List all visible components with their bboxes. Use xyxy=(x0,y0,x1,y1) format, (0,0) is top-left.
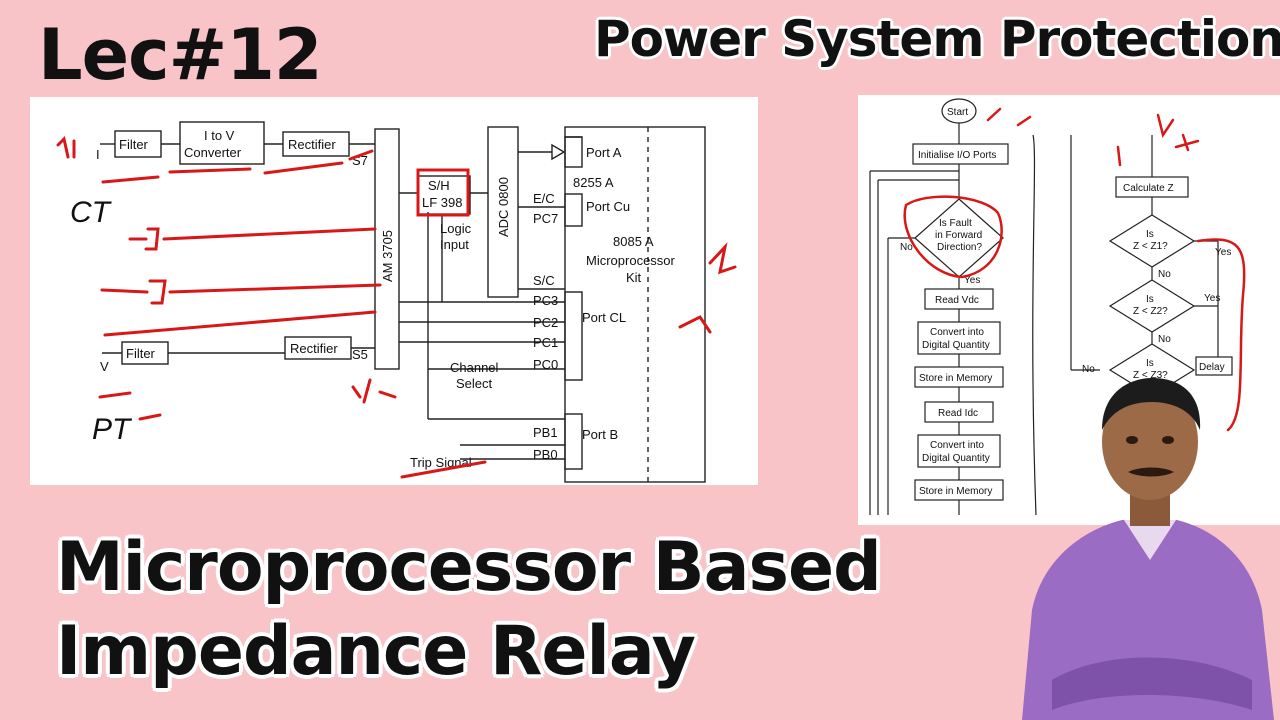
pc0-label: PC0 xyxy=(533,357,558,372)
sh-label-1: S/H xyxy=(428,178,450,193)
presenter-photo xyxy=(1022,378,1274,720)
z1-yes-label: Yes xyxy=(1215,247,1231,258)
pb0-label: PB0 xyxy=(533,447,558,462)
delay-node xyxy=(1195,356,1233,376)
mux-box xyxy=(374,128,400,370)
port-cl-label: Port CL xyxy=(582,310,626,325)
fault-label-1: Is Fault xyxy=(939,218,972,229)
flowchart-panel: Start Initialise I/O Ports Is Fault in F… xyxy=(858,95,1280,525)
delay-label: Delay xyxy=(1199,362,1225,373)
sc-label: S/C xyxy=(533,273,555,288)
z1-label-2: Z < Z1? xyxy=(1133,241,1168,252)
logic-label-1: Logic xyxy=(440,221,472,236)
filter-label-v: Filter xyxy=(126,346,156,361)
convert-label-2b: Digital Quantity xyxy=(922,453,990,464)
ec-label: E/C xyxy=(533,191,555,206)
i-to-v-box xyxy=(179,121,265,165)
init-node xyxy=(912,143,1009,165)
z3-label-1: Is xyxy=(1146,358,1154,369)
port-cu-label: Port Cu xyxy=(586,199,630,214)
cpu-label-2: Microprocessor xyxy=(586,253,676,268)
pb1-label: PB1 xyxy=(533,425,558,440)
block-diagram: I Filter I to V Converter Rectifier S7 V… xyxy=(56,121,737,483)
ct-annotation: CT xyxy=(70,196,113,229)
title-line-2: Impedance Relay xyxy=(56,612,696,691)
input-v-label: V xyxy=(100,359,109,374)
z2-no-label: No xyxy=(1158,334,1171,345)
ppi-label: 8255 A xyxy=(573,175,614,190)
trip-signal-label: Trip Signal xyxy=(410,455,472,470)
pc2-label: PC2 xyxy=(533,315,558,330)
z1-no-label: No xyxy=(1158,269,1171,280)
convert-label-1b: Digital Quantity xyxy=(922,340,990,351)
logic-label-2: Input xyxy=(440,237,469,252)
i-to-v-label-1: I to V xyxy=(204,128,235,143)
z3-no-label: No xyxy=(1082,364,1095,375)
store-label-2: Store in Memory xyxy=(919,486,992,497)
title-line-1: Microprocessor Based xyxy=(56,528,882,607)
port-a-label: Port A xyxy=(586,145,622,160)
pc1-label: PC1 xyxy=(533,335,558,350)
pc3-label: PC3 xyxy=(533,293,558,308)
fault-no-label: No xyxy=(900,242,913,253)
i-to-v-label-2: Converter xyxy=(184,145,242,160)
block-diagram-panel: I Filter I to V Converter Rectifier S7 V… xyxy=(30,97,758,485)
s5-label: S5 xyxy=(352,347,368,362)
adc-label: ADC 0800 xyxy=(496,177,511,237)
cpu-label-3: Kit xyxy=(626,270,642,285)
read-idc-label: Read Idc xyxy=(938,408,978,419)
channel-label-1: Channel xyxy=(450,360,499,375)
course-title: Power System Protection xyxy=(594,10,1280,68)
input-i-label: I xyxy=(96,147,100,162)
z1-label-1: Is xyxy=(1146,229,1154,240)
convert-label-2a: Convert into xyxy=(930,440,984,451)
z2-label-1: Is xyxy=(1146,294,1154,305)
rectifier-label-v: Rectifier xyxy=(290,341,338,356)
read-vdc-label: Read Vdc xyxy=(935,295,979,306)
fault-yes-label: Yes xyxy=(964,275,980,286)
calc-z-label: Calculate Z xyxy=(1123,183,1174,194)
port-b-label: Port B xyxy=(582,427,618,442)
fault-label-3: Direction? xyxy=(937,242,982,253)
z2-yes-label: Yes xyxy=(1204,293,1220,304)
cpu-label-1: 8085 A xyxy=(613,234,654,249)
start-label: Start xyxy=(947,107,968,118)
store-label-1: Store in Memory xyxy=(919,373,992,384)
lecture-number: Lec#12 xyxy=(38,14,323,96)
flowchart: Start Initialise I/O Ports Is Fault in F… xyxy=(869,98,1246,516)
rectifier-label-i: Rectifier xyxy=(288,137,336,152)
fault-label-2: in Forward xyxy=(935,230,982,241)
convert-label-1a: Convert into xyxy=(930,327,984,338)
mux-label: AM 3705 xyxy=(380,230,395,282)
adc-box xyxy=(487,126,519,298)
z3-label-2: Z < Z3? xyxy=(1133,370,1168,381)
pt-annotation: PT xyxy=(92,413,133,446)
channel-label-2: Select xyxy=(456,376,493,391)
z2-label-2: Z < Z2? xyxy=(1133,306,1168,317)
sh-label-2: LF 398 xyxy=(422,195,462,210)
pc7-label: PC7 xyxy=(533,211,558,226)
init-label: Initialise I/O Ports xyxy=(918,150,996,161)
filter-label-i: Filter xyxy=(119,137,149,152)
